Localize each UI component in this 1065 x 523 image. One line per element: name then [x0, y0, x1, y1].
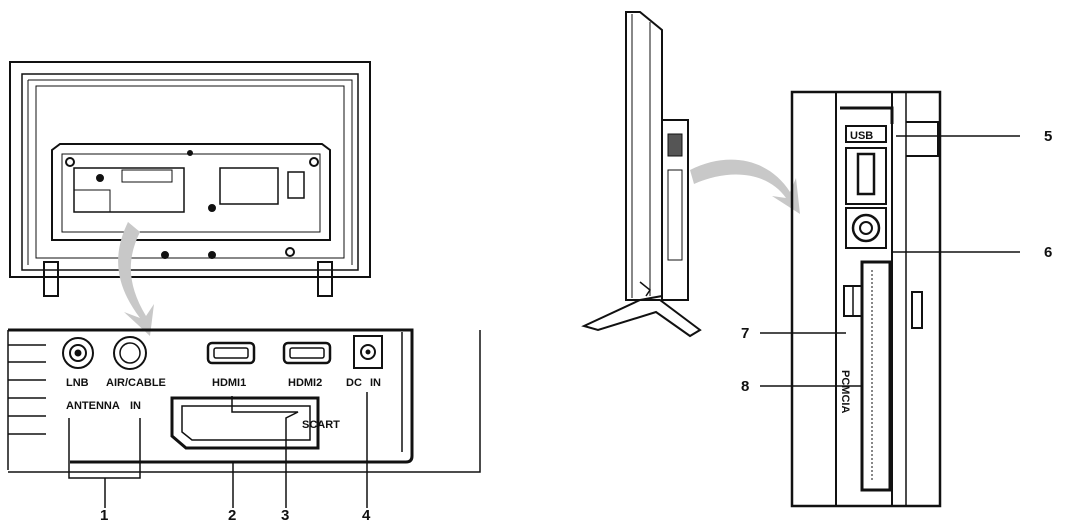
hdmi1-port-icon [206, 341, 256, 365]
scart-label: SCART [302, 419, 340, 431]
callout-arrow-left [118, 222, 154, 336]
hdmi2-port-icon [282, 341, 332, 365]
callout-2: 2 [228, 507, 236, 523]
pcmcia-slot-icon [860, 260, 892, 492]
callout-8: 8 [741, 378, 749, 395]
callout-6: 6 [1044, 244, 1052, 261]
callout-arrow-right [690, 159, 800, 214]
air-cable-label: AIR/CABLE [106, 377, 166, 389]
connector-panel [7, 328, 481, 508]
callout-7: 7 [741, 325, 749, 342]
in-label: IN [130, 400, 141, 412]
dc-in-port-icon [353, 335, 383, 369]
headphone-port-icon [845, 207, 887, 249]
pcmcia-label: PCMCIA [839, 370, 851, 413]
callout-5: 5 [1044, 128, 1052, 145]
callout-1: 1 [100, 507, 108, 523]
tv-side-view [581, 11, 702, 338]
dc-in-label: IN [370, 377, 381, 389]
callout-4: 4 [362, 507, 371, 523]
callout-3: 3 [281, 507, 289, 523]
lnb-port-icon [62, 337, 94, 369]
lnb-label: LNB [66, 377, 89, 389]
dc-label: DC [346, 377, 362, 389]
side-panel [760, 90, 1020, 508]
usb-label: USB [850, 130, 873, 142]
usb-port-icon [845, 125, 887, 143]
air-cable-port-icon [113, 336, 147, 370]
scart-port-icon [170, 396, 320, 450]
tv-rear-view [9, 61, 371, 297]
hdmi2-label: HDMI2 [288, 377, 322, 389]
antenna-label: ANTENNA [66, 400, 120, 412]
hdmi1-label: HDMI1 [212, 377, 246, 389]
